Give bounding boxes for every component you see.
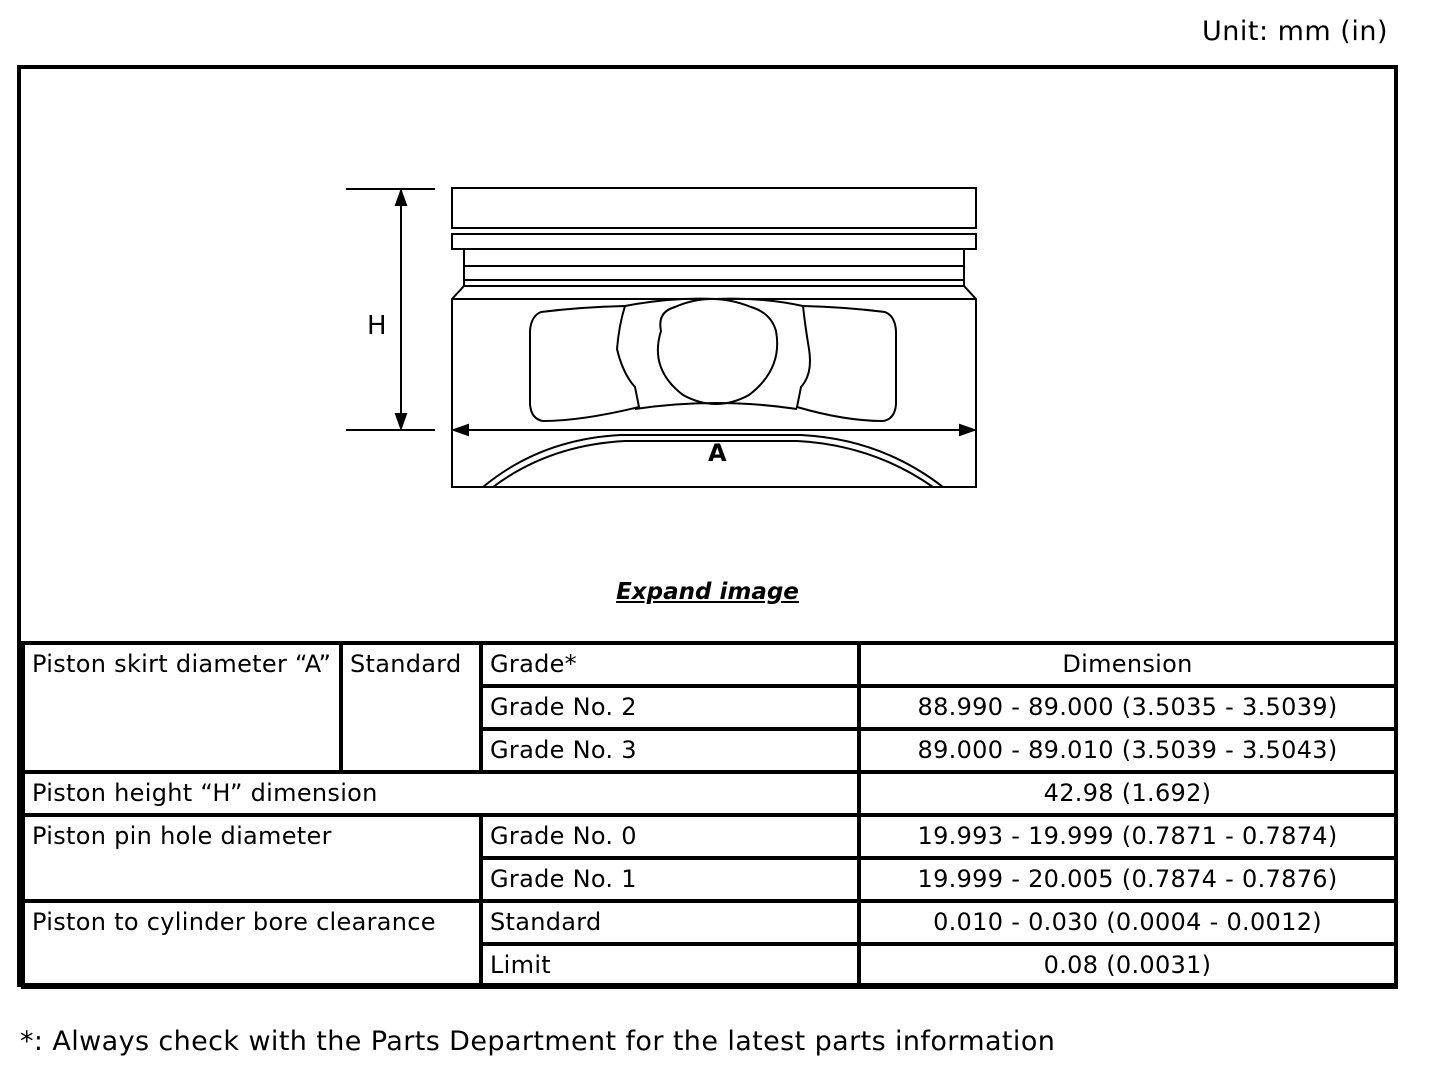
table-row: Limit 0.08 (0.0031)	[23, 942, 1398, 989]
label-a: A	[708, 439, 727, 467]
piston-crown	[451, 187, 977, 229]
table-row: Grade No. 3 89.000 - 89.010 (3.5039 - 3.…	[23, 727, 1398, 774]
dimension-header: Dimension	[857, 641, 1398, 688]
footnote: *: Always check with the Parts Departmen…	[20, 1026, 1056, 1057]
a-arrow-right	[959, 423, 977, 437]
clearance-label: Piston to cylinder bore clearance	[21, 899, 483, 989]
table-row: Piston pin hole diameter Grade No. 0 19.…	[21, 813, 1398, 903]
clearance-value-cell: 0.08 (0.0031)	[857, 942, 1398, 989]
table-row: Piston to cylinder bore clearance Standa…	[21, 899, 1398, 989]
h-arrow-top	[394, 188, 408, 206]
h-arrow-bottom	[394, 413, 408, 431]
right-window	[795, 304, 897, 423]
unit-label: Unit: mm (in)	[1201, 16, 1388, 47]
height-value: 42.98 (1.692)	[857, 770, 1398, 817]
pin-hole-label: Piston pin hole diameter	[21, 813, 483, 903]
pin-hole	[656, 298, 779, 405]
skirt-grade-cell: Grade No. 3	[479, 727, 861, 774]
table-row: Piston height “H” dimension 42.98 (1.692…	[21, 770, 1398, 817]
skirt-grade-cell: Grade No. 2	[479, 684, 861, 731]
grade-header: Grade*	[479, 641, 861, 688]
skirt-arc-inner	[492, 440, 934, 488]
expand-image-link[interactable]: Expand image	[616, 579, 799, 605]
skirt-value-cell: 88.990 - 89.000 (3.5035 - 3.5039)	[857, 684, 1398, 731]
spec-frame: H A Expand image Piston skirt diameter “…	[17, 65, 1398, 989]
pin-value-cell: 19.999 - 20.005 (0.7874 - 0.7876)	[857, 856, 1398, 903]
skirt-arc-outer	[482, 434, 944, 488]
clearance-value-cell: 0.010 - 0.030 (0.0004 - 0.0012)	[857, 899, 1398, 946]
clearance-item-cell: Limit	[479, 942, 861, 989]
pin-value-cell: 19.993 - 19.999 (0.7871 - 0.7874)	[857, 813, 1398, 860]
ring-land	[451, 233, 977, 250]
table-row: Grade No. 1 19.999 - 20.005 (0.7874 - 0.…	[23, 856, 1398, 903]
pin-grade-cell: Grade No. 1	[479, 856, 861, 903]
skirt-standard-label: Standard	[339, 641, 483, 774]
label-h: H	[367, 311, 387, 341]
a-arrow-left	[451, 423, 469, 437]
spec-table: Piston skirt diameter “A” Standard Grade…	[21, 641, 1398, 989]
skirt-diameter-label: Piston skirt diameter “A”	[21, 641, 343, 774]
piston-diagram	[346, 187, 977, 488]
pin-grade-cell: Grade No. 0	[479, 813, 861, 860]
table-row: Grade No. 2 88.990 - 89.000 (3.5035 - 3.…	[23, 684, 1398, 731]
height-label: Piston height “H” dimension	[21, 770, 861, 817]
left-window	[529, 304, 641, 423]
table-row: Piston skirt diameter “A” Standard Grade…	[21, 641, 1398, 774]
skirt-value-cell: 89.000 - 89.010 (3.5039 - 3.5043)	[857, 727, 1398, 774]
piston-figure: H A Expand image	[21, 69, 1394, 641]
clearance-item-cell: Standard	[479, 899, 861, 946]
